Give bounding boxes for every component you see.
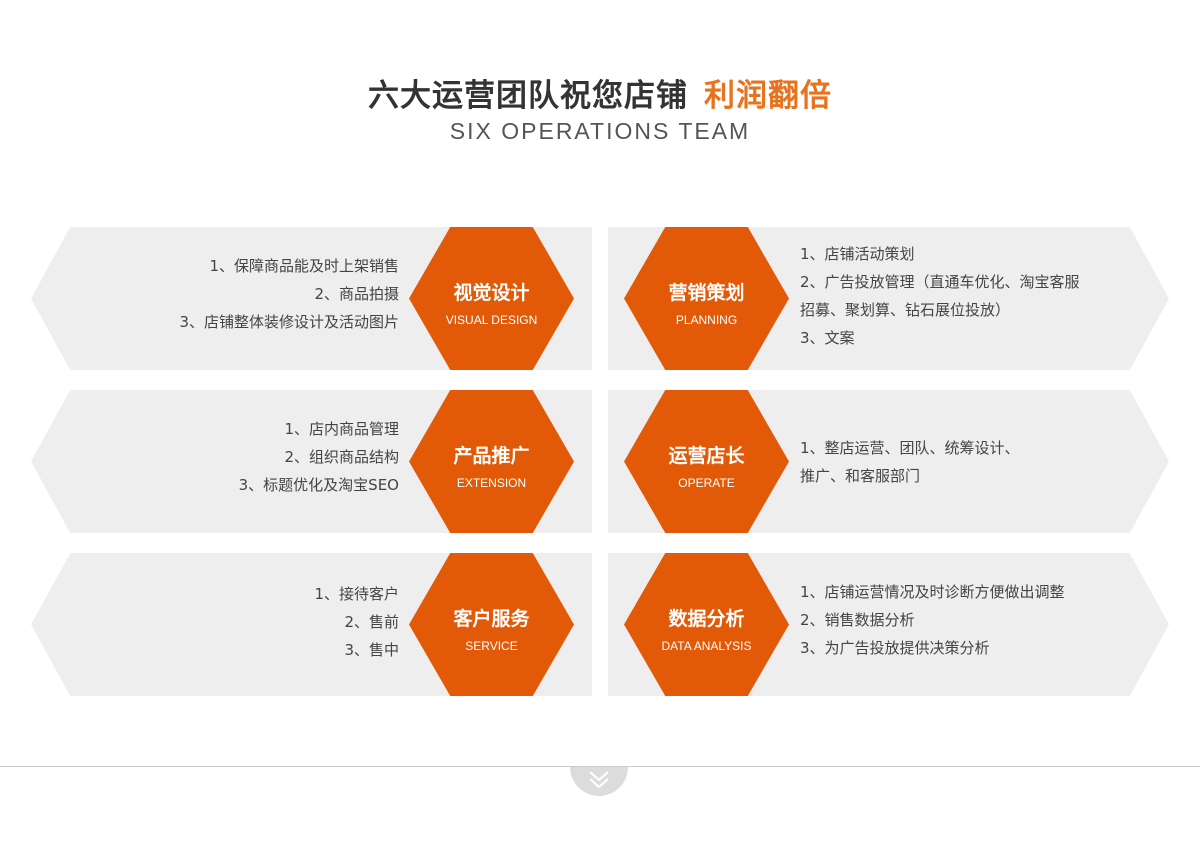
team-item: 3、为广告投放提供决策分析 [800, 639, 990, 657]
team-name: 产品推广 [453, 445, 530, 467]
team-item: 3、文案 [800, 329, 855, 347]
team-item: 2、售前 [344, 613, 399, 631]
team-name: 运营店长 [668, 445, 745, 467]
title-accent: 利润翻倍 [704, 78, 832, 114]
team-name-en: OPERATE [678, 476, 735, 490]
team-item: 3、售中 [344, 641, 399, 659]
team-items-operate: 1、整店运营、团队、统筹设计、 推广、和客服部门 [800, 434, 1130, 490]
team-hex-extension: 产品推广 EXTENSION [409, 390, 574, 533]
team-name: 数据分析 [668, 608, 745, 630]
scroll-button-mask [560, 703, 640, 766]
team-item: 招募、聚划算、钻石展位投放） [800, 301, 1011, 319]
team-name: 视觉设计 [453, 282, 530, 304]
team-name-en: SERVICE [465, 639, 518, 653]
team-item: 1、店内商品管理 [284, 420, 399, 438]
team-item: 1、店铺活动策划 [800, 245, 915, 263]
team-name-en: EXTENSION [456, 476, 527, 490]
team-item: 1、整店运营、团队、统筹设计、 [800, 439, 1020, 457]
team-item: 1、接待客户 [314, 585, 399, 603]
team-items-extension: 1、店内商品管理 2、组织商品结构 3、标题优化及淘宝SEO [69, 415, 399, 499]
team-item: 1、店铺运营情况及时诊断方便做出调整 [800, 583, 1065, 601]
team-name-en: DATA ANALYSIS [661, 639, 752, 653]
team-item: 2、组织商品结构 [284, 448, 399, 466]
team-items-visual-design: 1、保障商品能及时上架销售 2、商品拍摄 3、店铺整体装修设计及活动图片 [69, 252, 399, 336]
team-item: 2、销售数据分析 [800, 611, 915, 629]
team-name-en: VISUAL DESIGN [445, 313, 538, 327]
team-item: 1、保障商品能及时上架销售 [209, 257, 399, 275]
team-item: 推广、和客服部门 [800, 467, 921, 485]
page-subtitle: SIX OPERATIONS TEAM [449, 118, 751, 144]
title-main: 六大运营团队祝您店铺 [368, 78, 688, 114]
team-name: 营销策划 [668, 282, 745, 304]
team-items-planning: 1、店铺活动策划 2、广告投放管理（直通车优化、淘宝客服 招募、聚划算、钻石展位… [800, 240, 1130, 352]
page-title: 六大运营团队祝您店铺利润翻倍 [0, 70, 1200, 115]
team-items-data-analysis: 1、店铺运营情况及时诊断方便做出调整 2、销售数据分析 3、为广告投放提供决策分… [800, 578, 1130, 662]
team-item: 3、标题优化及淘宝SEO [238, 476, 399, 494]
team-item: 2、广告投放管理（直通车优化、淘宝客服 [800, 273, 1080, 291]
team-name: 客户服务 [453, 608, 530, 630]
team-item: 3、店铺整体装修设计及活动图片 [179, 313, 399, 331]
team-item: 2、商品拍摄 [314, 285, 399, 303]
team-items-service: 1、接待客户 2、售前 3、售中 [69, 580, 399, 664]
double-chevron-down-icon [589, 771, 609, 789]
team-hex-operate: 运营店长 OPERATE [624, 390, 789, 533]
team-name-en: PLANNING [675, 313, 738, 327]
bottom-divider [0, 766, 1200, 767]
